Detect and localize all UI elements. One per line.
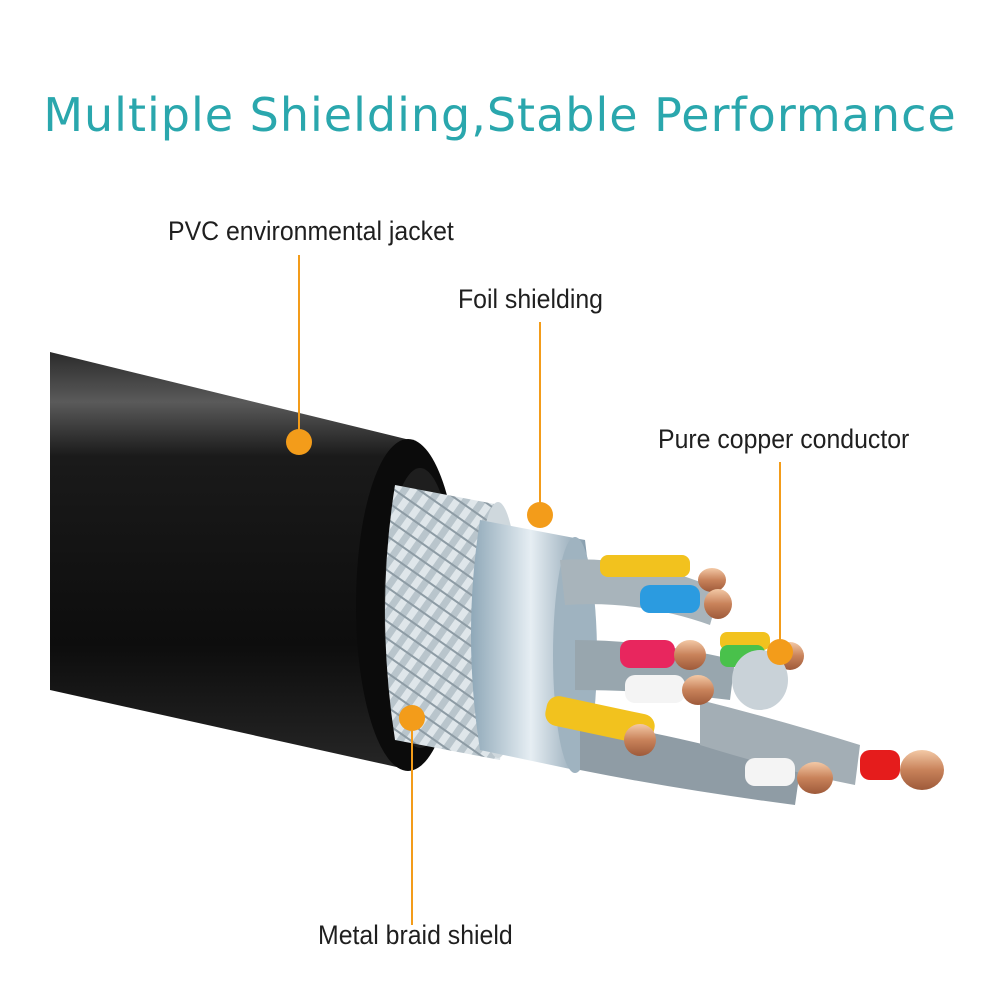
conductor-label: Pure copper conductor	[658, 424, 910, 454]
braid-label: Metal braid shield	[318, 920, 513, 950]
foil-label: Foil shielding	[458, 284, 603, 314]
page-title: Multiple Shielding,Stable Performance	[43, 88, 957, 142]
foil-callout-dot	[527, 502, 553, 528]
braid-callout-dot	[399, 705, 425, 731]
jacket-callout-dot	[286, 429, 312, 455]
callout-dots	[286, 429, 793, 731]
callout-leaders	[298, 255, 781, 925]
jacket-label: PVC environmental jacket	[168, 216, 454, 246]
conductor-callout-dot	[767, 639, 793, 665]
